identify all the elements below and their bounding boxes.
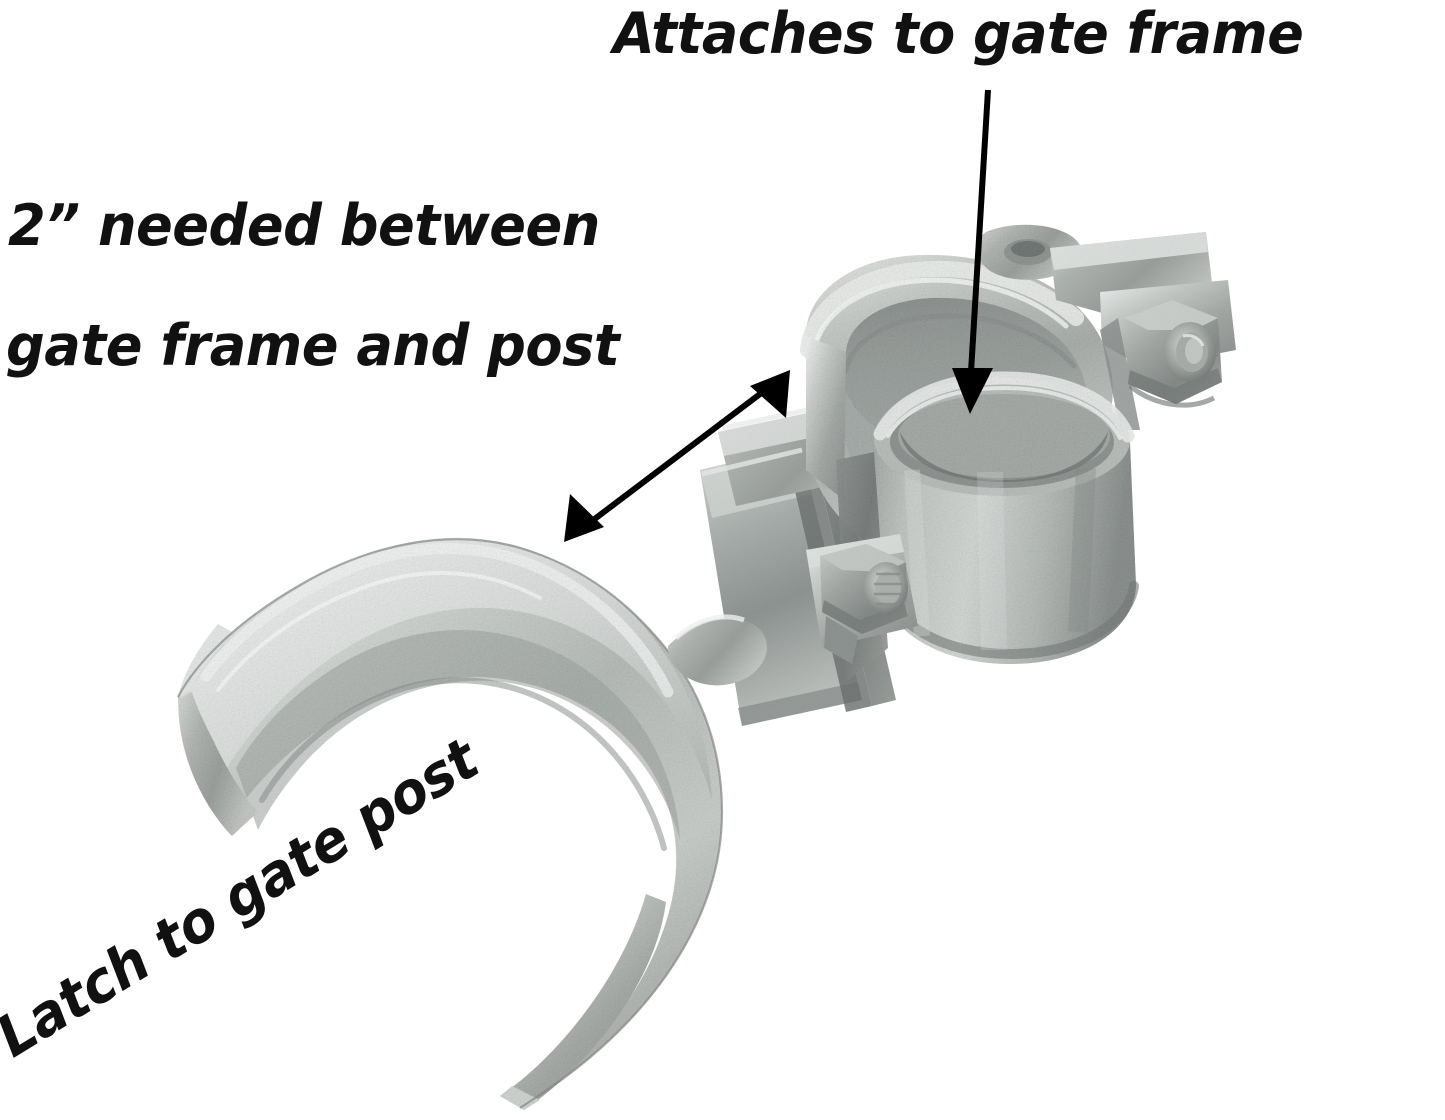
upper-hex-bolt [1124,300,1222,408]
gap-double-arrow [564,370,790,542]
lower-hex-bolt [820,544,908,664]
gap-requirement-label-line2: gate frame and post [6,313,620,379]
fork-latch-hook [177,537,724,1110]
attaches-arrow [952,89,993,414]
attaches-to-gate-frame-label: Attaches to gate frame [613,1,1304,67]
weld-joint [668,614,767,686]
gap-requirement-label-line1: 2” needed between [8,193,600,259]
